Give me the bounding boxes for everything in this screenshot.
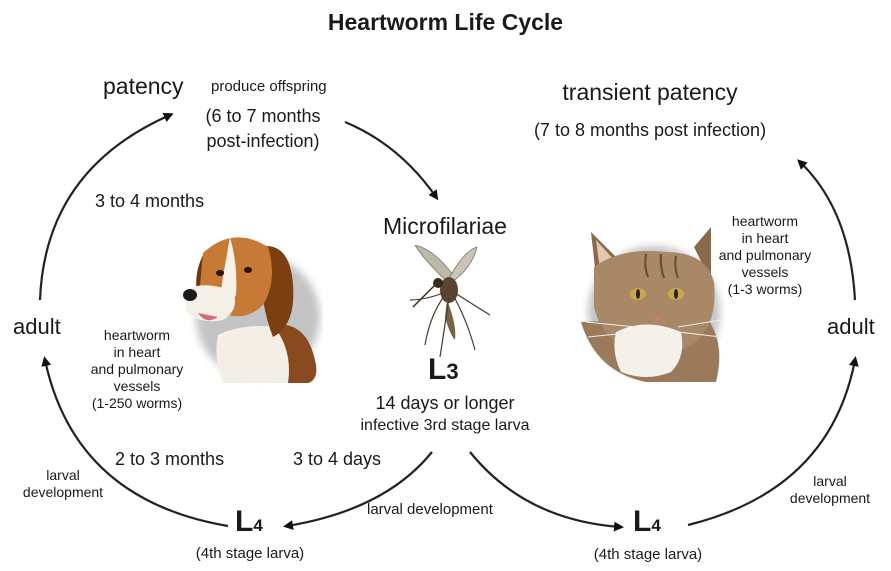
patency-label: patency — [103, 73, 184, 99]
cat-larval-line: development — [770, 490, 890, 507]
dog-l4-description: (4th stage larva) — [170, 545, 330, 562]
cat-photo-icon — [576, 222, 726, 387]
microfilariae-label: Microfilariae — [345, 213, 545, 239]
produce-offspring-label: produce offspring — [211, 78, 327, 95]
cat-larval-line: larval — [770, 473, 890, 490]
patency-time-line-2: post-infection) — [183, 131, 343, 152]
cat-l4-label: L4 — [633, 505, 661, 540]
mosquito-icon — [405, 245, 495, 360]
dog-note-line: (1-250 worms) — [62, 395, 212, 412]
dog-larval-development: larval development — [3, 467, 123, 501]
l4-subscript: 4 — [651, 516, 660, 535]
dog-larval-line: development — [3, 484, 123, 501]
adult-duration-label: 3 to 4 months — [95, 191, 204, 212]
center-larval-development: larval development — [367, 501, 493, 518]
dog-adult-label: adult — [13, 314, 61, 339]
patency-time-line-1: (6 to 7 months — [183, 106, 343, 127]
l3-description-label: infective 3rd stage larva — [340, 417, 550, 435]
dog-larval-line: larval — [3, 467, 123, 484]
cat-adult-label: adult — [827, 314, 875, 339]
cat-l4-description: (4th stage larva) — [568, 546, 728, 563]
dog-photo-icon — [178, 225, 323, 385]
l4-duration-label: 2 to 3 months — [115, 449, 224, 470]
diagram-title: Heartworm Life Cycle — [0, 9, 891, 35]
l3-to-l4-duration-label: 3 to 4 days — [293, 449, 381, 470]
l4-letter: L — [235, 505, 253, 538]
l3-subscript: 3 — [446, 359, 458, 384]
transient-patency-label: transient patency — [520, 79, 780, 105]
l3-label: L3 — [428, 353, 459, 388]
cat-larval-development: larval development — [770, 473, 890, 507]
l4-letter: L — [633, 505, 651, 538]
dog-l4-label: L4 — [235, 505, 263, 540]
l3-letter: L — [428, 353, 446, 386]
l4-subscript: 4 — [253, 516, 262, 535]
arrow-patency-to-microfilariae — [345, 122, 436, 197]
cat-patency-time-label: (7 to 8 months post infection) — [500, 120, 800, 141]
l3-duration-label: 14 days or longer — [345, 393, 545, 414]
